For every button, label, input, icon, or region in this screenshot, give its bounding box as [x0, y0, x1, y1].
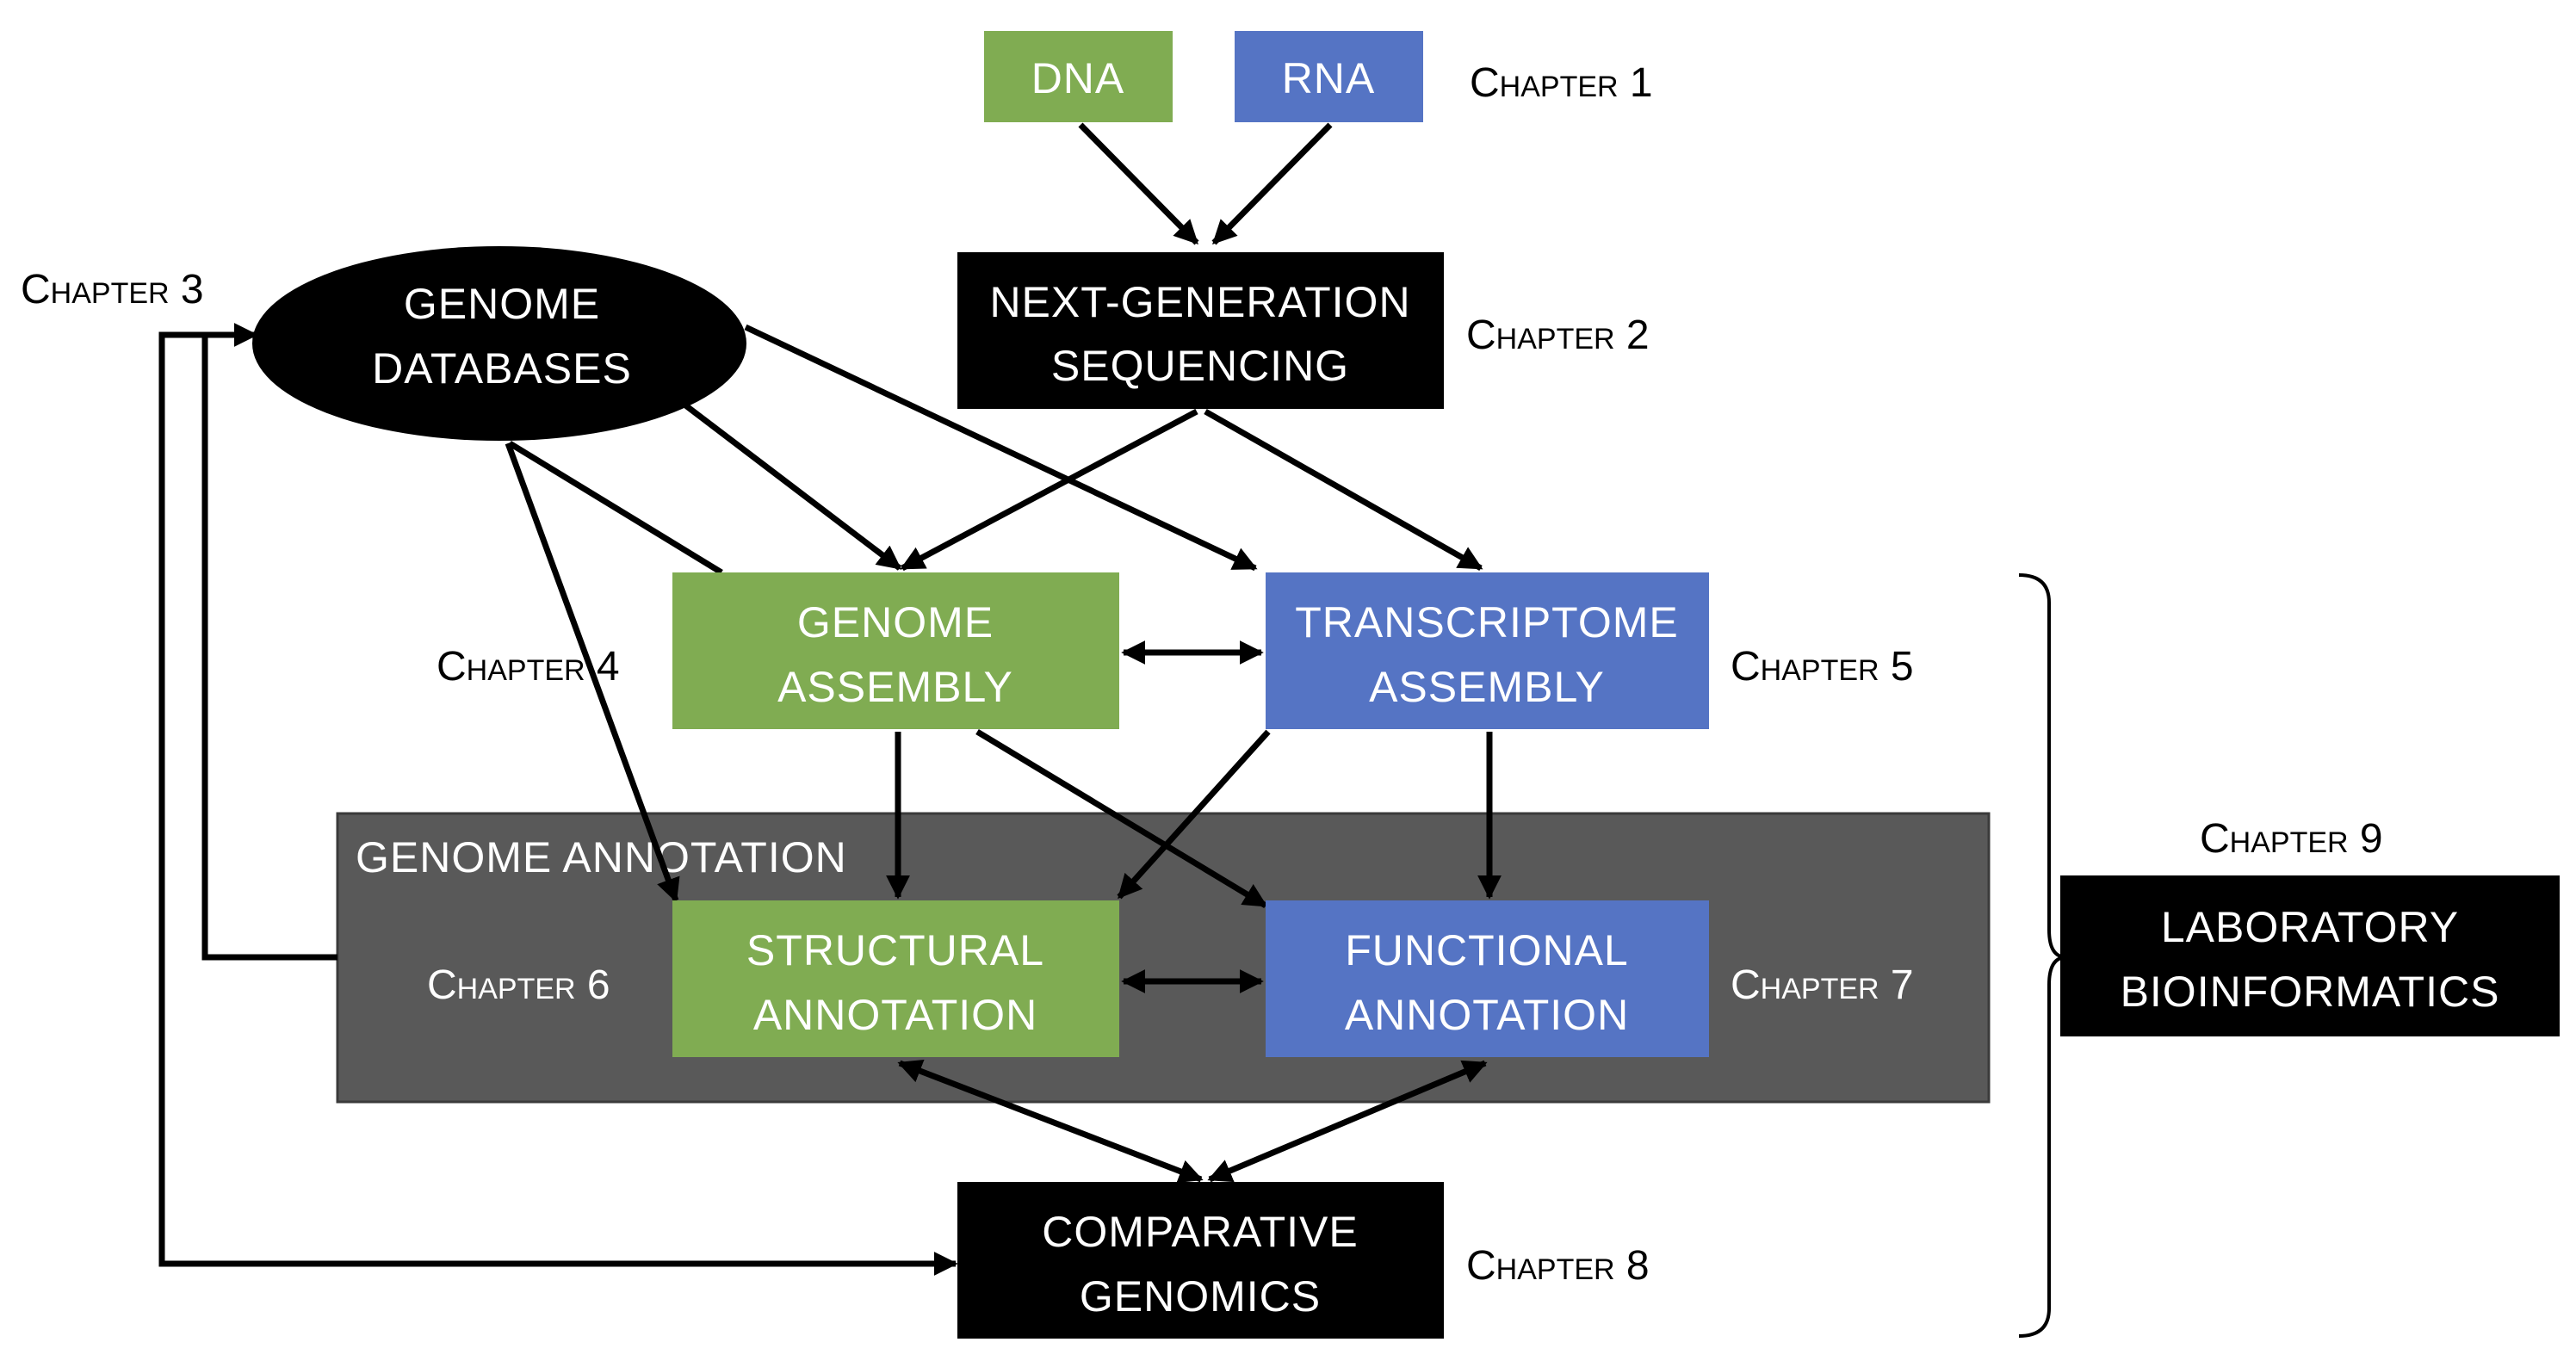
dna-node — [984, 31, 1173, 122]
genome-assembly-label-line2: ASSEMBLY — [777, 663, 1013, 711]
genome-assembly-node — [672, 572, 1119, 729]
genome-assembly-label-line1: GENOME — [797, 598, 994, 646]
transcriptome-assembly-label-line2: ASSEMBLY — [1369, 663, 1605, 711]
ngs-label-line1: NEXT-GENERATION — [989, 278, 1410, 326]
edge-functional-comparative — [1207, 1060, 1488, 1183]
edge-databases-to-genome-assembly-a — [682, 402, 902, 571]
structural-annotation-label-line1: STRUCTURAL — [746, 926, 1044, 974]
functional-annotation-node — [1266, 900, 1709, 1057]
edge-rna-to-ngs — [1211, 122, 1333, 245]
edge-databases-to-comparative — [158, 331, 958, 1276]
edge-databases-to-genome-assembly-b — [508, 441, 723, 575]
edge-transcriptome-to-structural — [1117, 729, 1271, 900]
genome-annotation-label: GENOME ANNOTATION — [356, 833, 847, 881]
rna-label: RNA — [1282, 54, 1376, 102]
chapter-9-label: Chapter 9 — [2200, 816, 2383, 862]
transcriptome-assembly-node — [1266, 572, 1709, 729]
laboratory-bioinformatics-label-line1: LABORATORY — [2161, 903, 2459, 951]
dna-label: DNA — [1031, 54, 1125, 102]
genome-annotation-group — [336, 812, 1991, 1104]
laboratory-bioinformatics-label-line2: BIOINFORMATICS — [2121, 968, 2500, 1016]
edge-structural-comparative — [897, 1060, 1204, 1183]
chapter-5-label: Chapter 5 — [1731, 644, 1914, 690]
genome-databases-label-line1: GENOME — [404, 280, 600, 328]
chapter-7-label: Chapter 7 — [1731, 962, 1914, 1008]
genome-databases-node — [252, 246, 746, 441]
functional-annotation-label-line2: ANNOTATION — [1345, 991, 1629, 1039]
structural-annotation-node — [672, 900, 1119, 1057]
chapter-3-label: Chapter 3 — [21, 267, 204, 312]
comparative-genomics-label-line1: COMPARATIVE — [1042, 1208, 1359, 1256]
laboratory-bioinformatics-node — [2060, 875, 2560, 1036]
functional-annotation-label-line1: FUNCTIONAL — [1345, 926, 1628, 974]
structural-annotation-label-line2: ANNOTATION — [753, 991, 1037, 1039]
chapter9-brace — [2018, 573, 2067, 1338]
edge-dna-to-ngs — [1078, 122, 1199, 245]
comparative-genomics-label-line2: GENOMICS — [1080, 1272, 1321, 1321]
chapter-4-label: Chapter 4 — [437, 644, 620, 690]
chapter-8-label: Chapter 8 — [1466, 1243, 1650, 1289]
edge-ngs-to-transcriptome — [1204, 408, 1483, 572]
rna-node — [1235, 31, 1423, 122]
edge-databases-to-structural — [505, 442, 680, 903]
chapter-2-label: Chapter 2 — [1466, 312, 1650, 358]
edge-annotation-to-databases — [201, 323, 337, 961]
genome-databases-label-line2: DATABASES — [372, 344, 632, 393]
transcriptome-assembly-label-line1: TRANSCRIPTOME — [1295, 598, 1678, 646]
edge-ngs-to-genome-assembly — [900, 408, 1198, 572]
comparative-genomics-node — [957, 1182, 1444, 1339]
chapter-6-label: Chapter 6 — [427, 962, 610, 1008]
edge-genome-assembly-to-functional — [975, 729, 1268, 908]
ngs-node — [957, 252, 1444, 409]
edge-databases-to-transcriptome — [744, 324, 1258, 572]
chapter-1-label: Chapter 1 — [1470, 60, 1653, 106]
ngs-label-line2: SEQUENCING — [1051, 342, 1349, 390]
